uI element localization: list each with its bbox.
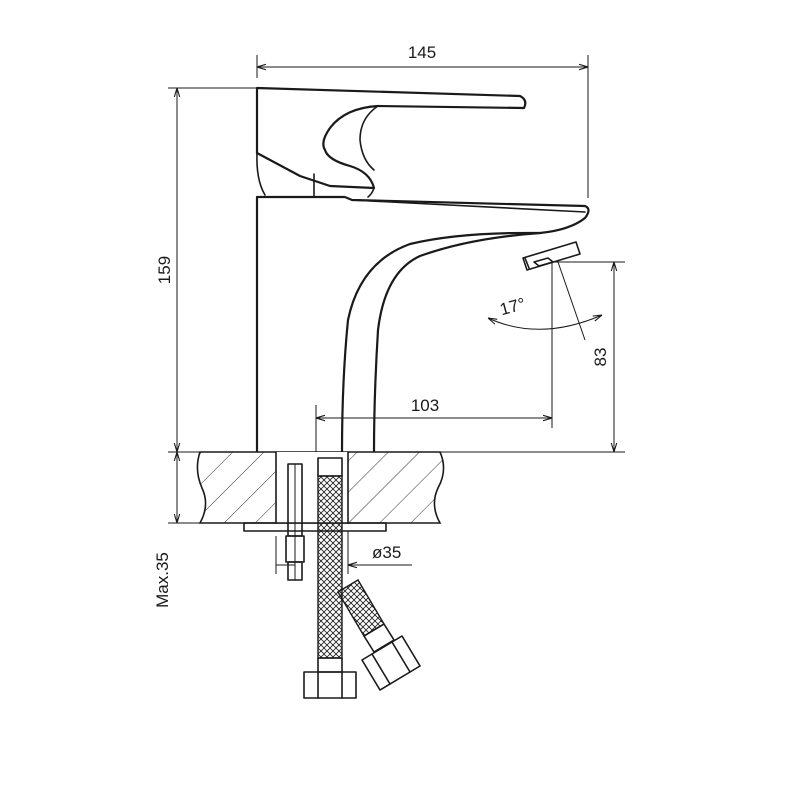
dim-spout-reach-label: 103 (411, 396, 439, 415)
dim-overall-height: 159 (155, 87, 257, 453)
dim-overall-width: 145 (256, 43, 589, 198)
dim-spout-height-label: 83 (591, 348, 610, 367)
dim-mount-diameter: ø35 (275, 531, 412, 574)
dim-mount-diameter-label: ø35 (372, 543, 401, 562)
faucet-body (255, 195, 590, 453)
mounting-plate (243, 522, 387, 532)
supply-hose-straight (303, 457, 357, 699)
dim-spout-angle-label: 17° (498, 294, 528, 319)
supply-hose-angled (337, 579, 421, 691)
mounting-stud (285, 463, 305, 581)
dim-overall-width-label: 145 (408, 43, 436, 62)
dim-spout-reach: 103 (315, 262, 553, 452)
dim-spout-angle: 17° (488, 261, 602, 341)
dim-overall-height-label: 159 (155, 256, 174, 284)
dim-max-thickness: Max.35 (153, 452, 200, 608)
dim-max-thickness-label: Max.35 (153, 552, 172, 608)
dim-spout-height: 83 (440, 261, 625, 453)
faucet-lever-handle (255, 86, 527, 198)
